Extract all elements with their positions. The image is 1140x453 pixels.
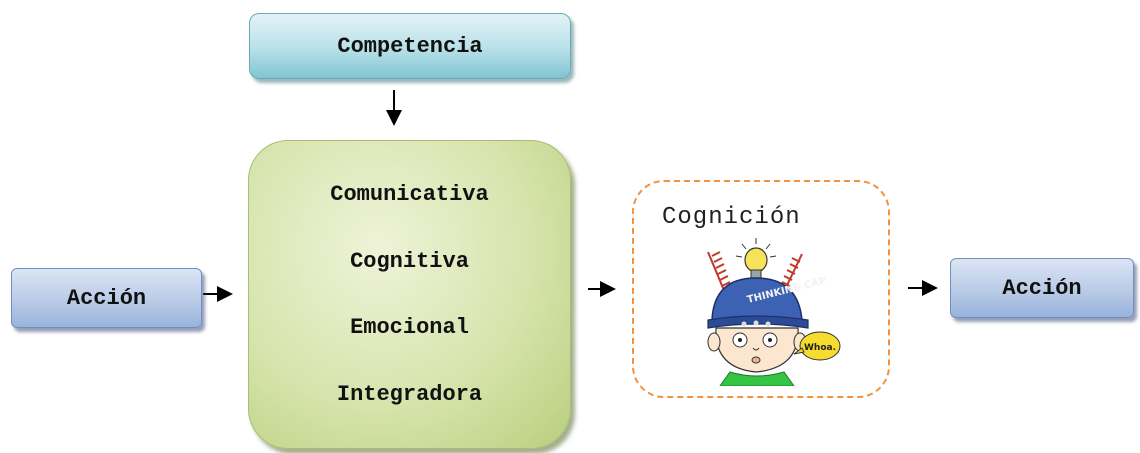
type-emocional: Emocional <box>350 315 469 341</box>
type-cognitiva: Cognitiva <box>350 248 469 274</box>
accion-output-box: Acción <box>950 258 1134 318</box>
type-integradora: Integradora <box>336 382 483 408</box>
competencia-box: Competencia <box>249 13 571 79</box>
speech-bubble-icon: Whoa. <box>793 331 841 361</box>
accion-input-label: Acción <box>66 285 147 311</box>
bubble-text: Whoa. <box>804 343 836 353</box>
thinking-cap-illustration: THINKING CAP Whoa. <box>707 238 841 386</box>
shirt-icon <box>719 371 795 386</box>
light-bulb-icon <box>735 238 777 281</box>
accion-input-box: Acción <box>11 268 202 328</box>
cognicion-label: Cognición <box>662 204 801 231</box>
cognicion-container <box>632 180 890 398</box>
type-comunicativa: Comunicativa <box>330 181 489 207</box>
boy-face-icon <box>707 327 807 373</box>
competencia-label: Competencia <box>337 33 483 59</box>
competencia-types-box: Comunicativa Cognitiva Emocional Integra… <box>248 140 571 449</box>
accion-output-label: Acción <box>1002 275 1082 301</box>
